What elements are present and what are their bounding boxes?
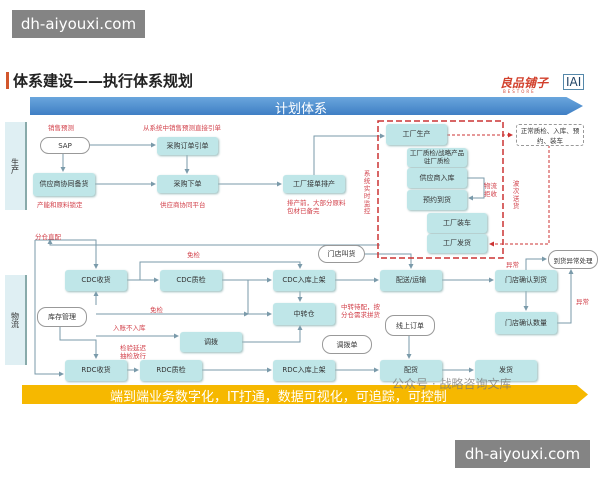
node-factory-schedule: 工厂接单排产 [283,175,345,193]
plan-banner-label: 计划体系 [275,102,328,117]
note-sales-forecast: 销售预测 [48,124,74,132]
logo-mark: IAI [563,74,585,90]
note-book-only: 入账不入库 [113,324,146,332]
note-delay: 检验延迟抽检放行 [120,344,146,361]
note-exempt-2: 免检 [150,306,163,314]
node-exception-handle: 到货异常处理 [548,250,598,269]
digital-banner-label: 端到端业务数字化，IT打通，数据可视化，可追踪，可控制 [110,390,447,405]
node-factory-qc: 工厂质检/战略产品驻厂质检 [407,148,467,167]
note-exempt-1: 免检 [187,251,200,259]
note-capacity-lock: 产能和原料锁定 [37,201,83,209]
note-exception-1: 异常 [506,261,519,269]
node-allocate: 配货 [380,360,442,381]
note-schedule: 排产前，大部分原料包材已备完 [287,199,346,216]
note-split-direct: 分仓直配 [35,233,61,241]
node-transfer-order: 调拨单 [322,335,372,354]
note-logistics-reject: 物流拒收 [484,182,497,199]
title-accent [6,72,9,89]
node-delivery: 配送/运输 [380,270,442,291]
digital-banner [22,385,588,404]
node-online-order: 线上订单 [385,315,435,336]
note-wave-delivery: 波次送货 [511,180,520,210]
node-po-ref: 采购订单引单 [157,137,218,155]
node-cdc-receive: CDC收货 [65,270,127,291]
node-appointment: 预约到货 [407,190,467,210]
logo-brand: 良品铺子 [500,76,549,90]
note-supplier-platform: 供应商协同平台 [160,201,206,209]
node-rdc-qc: RDC质检 [140,360,202,381]
node-supplier-stock: 供应商协同备货 [33,173,95,196]
note-normal: 正常质检、入库、预约、装车 [516,124,584,146]
node-ship: 发货 [475,360,537,381]
node-store-confirm: 门店确认到货 [495,270,557,291]
node-rdc-shelf: RDC入库上架 [273,360,335,381]
site-overlay-bottom: dh-aiyouxi.com [455,440,590,468]
node-factory-load: 工厂装车 [427,213,487,233]
note-transit: 中转待配，按分仓需求拼货 [341,303,380,320]
node-cdc-qc: CDC质检 [160,270,222,291]
note-direct-ref: 从系统中销售预测直接引单 [143,124,221,132]
node-cdc-shelf: CDC入库上架 [273,270,335,291]
node-rdc-receive: RDC收货 [65,360,127,381]
node-transfer: 调拨 [180,332,242,352]
watermark-text: 公众号 · 战略咨询文库 [392,377,512,391]
node-store-call: 门店叫货 [318,245,365,263]
node-supplier-inbound: 供应商入库 [407,168,467,188]
page-title: 体系建设——执行体系规划 [13,72,194,90]
note-exception-2: 异常 [576,298,589,306]
section-logistics: 物流 [5,275,27,365]
node-sap: SAP [40,137,90,154]
node-inventory: 库存管理 [37,307,87,327]
site-overlay-top: dh-aiyouxi.com [12,10,145,38]
logo-sub: BESTORE [503,89,536,94]
node-store-qty: 门店确认数量 [495,312,557,334]
note-realtime-monitor: 系统实时监控 [362,170,371,215]
node-factory-produce: 工厂生产 [386,124,447,145]
plan-banner [30,97,583,115]
section-production: 生产 [5,122,27,210]
node-factory-ship: 工厂发货 [427,234,487,253]
node-transit: 中转仓 [273,303,335,325]
node-po-place: 采购下单 [157,175,218,193]
